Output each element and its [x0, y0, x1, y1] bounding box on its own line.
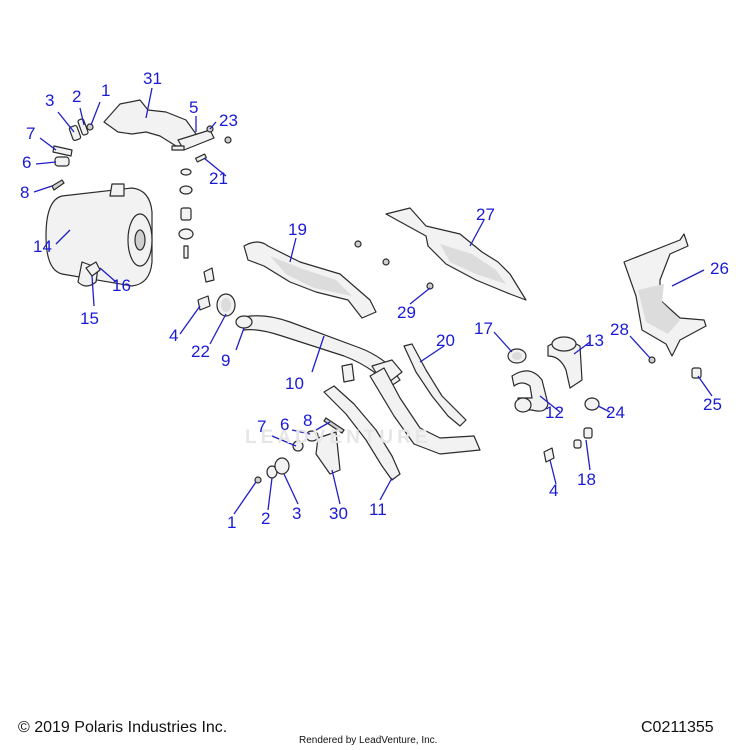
- callout-19[interactable]: 19: [288, 220, 307, 239]
- callout-22[interactable]: 22: [191, 342, 210, 361]
- callout-1-lower[interactable]: 1: [227, 513, 237, 532]
- studs: [354, 240, 434, 290]
- muffler-part: [45, 183, 153, 287]
- callout-7[interactable]: 7: [26, 124, 36, 143]
- diagram-code: C0211355: [641, 719, 714, 736]
- heat-shield-26: [623, 233, 707, 379]
- callout-26[interactable]: 26: [710, 259, 729, 278]
- callout-18[interactable]: 18: [577, 470, 596, 489]
- heat-shield-19: [243, 241, 377, 319]
- mount-bracket: [171, 125, 232, 259]
- spring-4-upper: [197, 267, 215, 311]
- pipe-11: [323, 367, 481, 481]
- callout-28[interactable]: 28: [610, 320, 629, 339]
- callout-15[interactable]: 15: [80, 309, 99, 328]
- leader-lines: [33, 87, 713, 515]
- callout-9[interactable]: 9: [221, 351, 231, 370]
- heat-shield-20: [403, 343, 467, 427]
- rendered-by-text: Rendered by LeadVenture, Inc.: [299, 735, 438, 746]
- part-15-16: [85, 261, 101, 277]
- callout-29[interactable]: 29: [397, 303, 416, 322]
- callout-16[interactable]: 16: [112, 276, 131, 295]
- callout-3-lower[interactable]: 3: [292, 504, 302, 523]
- callout-21[interactable]: 21: [209, 169, 228, 188]
- copyright-text: © 2019 Polaris Industries Inc.: [18, 719, 228, 736]
- callout-6-lower[interactable]: 6: [280, 415, 290, 434]
- callout-4-upper[interactable]: 4: [169, 326, 179, 345]
- callout-7-lower[interactable]: 7: [257, 417, 267, 436]
- callout-4-lower[interactable]: 4: [549, 481, 559, 500]
- callout-1[interactable]: 1: [101, 81, 111, 100]
- right-pipe-parts: [507, 336, 600, 463]
- lower-hardware: [254, 417, 345, 484]
- callout-10[interactable]: 10: [285, 374, 304, 393]
- callout-20[interactable]: 20: [436, 331, 455, 350]
- callout-2-lower[interactable]: 2: [261, 509, 271, 528]
- callout-17[interactable]: 17: [474, 319, 493, 338]
- callout-8[interactable]: 8: [20, 183, 30, 202]
- callout-3[interactable]: 3: [45, 91, 55, 110]
- callout-27[interactable]: 27: [476, 205, 495, 224]
- callout-25[interactable]: 25: [703, 395, 722, 414]
- callout-13[interactable]: 13: [585, 331, 604, 350]
- callout-6[interactable]: 6: [22, 153, 32, 172]
- watermark-text: LEADVENTURE: [245, 427, 432, 448]
- callout-24[interactable]: 24: [606, 403, 625, 422]
- callout-2[interactable]: 2: [72, 87, 82, 106]
- callout-31[interactable]: 31: [143, 69, 162, 88]
- callout-8-lower[interactable]: 8: [303, 411, 313, 430]
- callout-12[interactable]: 12: [545, 403, 564, 422]
- callout-23[interactable]: 23: [219, 111, 238, 130]
- callout-5[interactable]: 5: [189, 98, 199, 117]
- callout-14[interactable]: 14: [33, 237, 52, 256]
- gasket-22: [216, 293, 236, 317]
- heat-shield-27: [385, 207, 527, 301]
- bracket-30: [315, 431, 341, 475]
- callout-11[interactable]: 11: [369, 500, 387, 519]
- callout-30[interactable]: 30: [329, 504, 348, 523]
